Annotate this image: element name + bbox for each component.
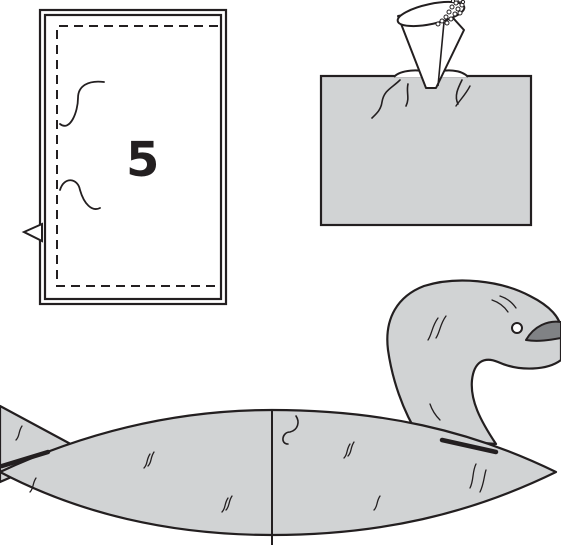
step-number: 5: [126, 132, 159, 188]
seam-line: [56, 25, 218, 287]
funnel-icon: [396, 0, 466, 89]
fabric-front-layer: [43, 13, 223, 301]
fabric-texture-marks: [15, 295, 517, 513]
stuffed-body: [319, 74, 533, 227]
thread-lower: [59, 179, 101, 210]
swan-pillow: [0, 279, 561, 545]
stuffing-panel: [319, 0, 533, 227]
folded-fabric-panel: 5: [21, 8, 228, 306]
wrinkle-left: [371, 79, 401, 119]
thread-upper: [59, 80, 105, 127]
seam-thread: [282, 415, 299, 445]
tail-stitch-mark: [0, 449, 51, 469]
wrinkle-mid: [405, 83, 409, 107]
opening-notch: [21, 222, 43, 243]
beads-icon: [435, 0, 466, 27]
wrinkle-right: [455, 79, 463, 105]
swan-body: [0, 408, 558, 537]
swan-beak: [525, 320, 561, 342]
wrinkle-far-right: [455, 85, 471, 107]
neck-stitch-mark: [439, 437, 499, 455]
swan-eye: [511, 322, 523, 334]
swan-neck: [386, 279, 561, 446]
